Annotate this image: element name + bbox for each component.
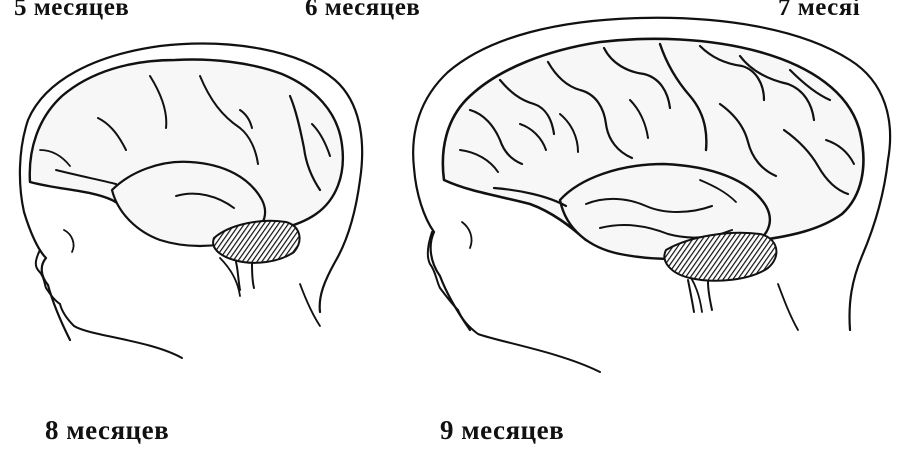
label-9-months: 9 месяцев <box>440 415 564 446</box>
face-right-profile <box>428 232 600 372</box>
ear-left <box>64 230 74 252</box>
brain-left <box>30 60 343 290</box>
brain-right <box>443 39 864 312</box>
ear-right <box>462 222 472 248</box>
face-left-profile <box>36 250 182 358</box>
label-8-months: 8 месяцев <box>45 415 169 446</box>
